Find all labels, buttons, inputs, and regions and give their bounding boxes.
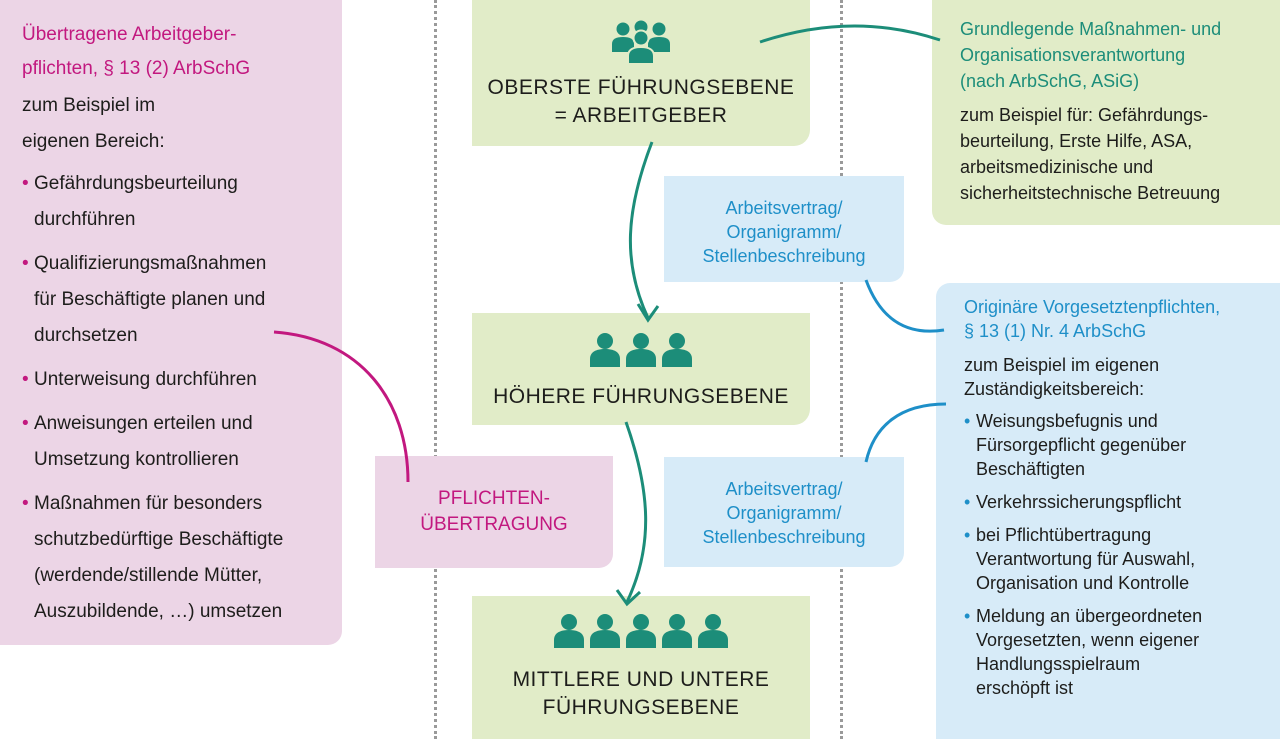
list-item-line: Organisation und Kontrolle [976, 573, 1190, 593]
transfer-line: PFLICHTEN- [438, 488, 550, 509]
duty-transfer-box: PFLICHTEN- ÜBERTRAGUNG [375, 456, 613, 568]
organisational-responsibility-panel: Grundlegende Maßnahmen- und Organisation… [932, 0, 1280, 225]
list-item-line: durchsetzen [34, 325, 138, 346]
list-item-line: bei Pflichtübertragung [976, 525, 1152, 545]
organisational-responsibility-body: zum Beispiel für: Gefährdungs- beurteilu… [960, 102, 1266, 206]
body-line: beurteilung, Erste Hilfe, ASA, [960, 131, 1193, 151]
contract-box-2: Arbeitsvertrag/ Organigramm/ Stellenbesc… [664, 457, 904, 567]
list-item-line: für Beschäftigte planen und [34, 289, 266, 310]
title-line: Grundlegende Maßnahmen- und [960, 19, 1222, 39]
list-item-line: Anweisungen erteilen und [34, 413, 253, 434]
separator-right [840, 0, 843, 739]
supervisor-duties-title: Originäre Vorgesetztenpflichten, § 13 (1… [964, 295, 1268, 343]
title-line: Übertragene Arbeitgeber- [22, 24, 237, 45]
level-top-management: OBERSTE FÜHRUNGSEBENE = ARBEITGEBER [472, 0, 810, 146]
list-item-line: Meldung an übergeordneten [976, 606, 1203, 626]
level-label: HÖHERE FÜHRUNGSEBENE [472, 383, 810, 411]
list-item-line: Umsetzung kontrollieren [34, 449, 239, 470]
contract-line: Stellenbeschreibung [702, 527, 866, 547]
connector-contract-to-supervisor [864, 279, 945, 333]
list-item: Unterweisung durchführen [22, 362, 324, 398]
list-item-line: Auszubildende, …) umsetzen [34, 601, 283, 622]
list-item: Maßnahmen für besonders schutzbedürftige … [22, 486, 324, 630]
person-icon [588, 612, 622, 656]
person-icon [696, 612, 730, 656]
contract-line: Organigramm/ [726, 222, 842, 242]
level-label-line: MITTLERE UND UNTERE [512, 668, 770, 691]
list-item-line: Gefährdungsbeurteilung [34, 173, 238, 194]
title-line: § 13 (1) Nr. 4 ArbSchG [964, 321, 1147, 341]
connector-contract2-to-supervisor [864, 402, 947, 463]
list-item-line: Handlungsspielraum [976, 654, 1141, 674]
list-item-line: Maßnahmen für besonders [34, 493, 263, 514]
arrow-top-to-higher [628, 141, 654, 319]
level-label-line: = ARBEITGEBER [554, 104, 728, 127]
delegated-duties-list: Gefährdungsbeurteilung durchführenQualifi… [22, 166, 324, 630]
list-item-line: Verantwortung für Auswahl, [976, 549, 1196, 569]
list-item-line: erschöpft ist [976, 678, 1074, 698]
body-line: arbeitsmedizinische und [960, 157, 1154, 177]
intro-line: Zuständigkeitsbereich: [964, 379, 1145, 399]
transfer-line: ÜBERTRAGUNG [420, 514, 568, 535]
title-line: Originäre Vorgesetztenpflichten, [964, 297, 1221, 317]
list-item: Qualifizierungsmaßnahmen für Beschäftigte… [22, 246, 324, 354]
person-icon [588, 331, 622, 375]
list-item-line: Verkehrssicherungspflicht [976, 492, 1182, 512]
person-icon [660, 331, 694, 375]
level-label: OBERSTE FÜHRUNGSEBENE = ARBEITGEBER [472, 74, 810, 130]
list-item-line: Weisungsbefugnis und [976, 411, 1158, 431]
person-icon [624, 331, 658, 375]
title-line: pflichten, § 13 (2) ArbSchG [22, 58, 251, 79]
level-label-line: FÜHRUNGSEBENE [542, 696, 740, 719]
contract-line: Organigramm/ [726, 503, 842, 523]
person-icon-group [472, 612, 810, 656]
intro-line: zum Beispiel im [22, 95, 156, 116]
person-icon [624, 612, 658, 656]
title-line: Organisationsverantwortung [960, 45, 1186, 65]
separator-left [434, 0, 437, 739]
level-label-line: HÖHERE FÜHRUNGSEBENE [493, 385, 789, 408]
list-item-line: Qualifizierungsmaßnahmen [34, 253, 267, 274]
person-icon-group [472, 331, 810, 375]
level-higher-management: HÖHERE FÜHRUNGSEBENE [472, 313, 810, 425]
list-item-line: Unterweisung durchführen [34, 369, 257, 390]
contract-line: Arbeitsvertrag/ [725, 479, 843, 499]
level-middle-lower-management: MITTLERE UND UNTERE FÜHRUNGSEBENE [472, 596, 810, 739]
list-item-line: Vorgesetzten, wenn eigener [976, 630, 1200, 650]
intro-line: eigenen Bereich: [22, 131, 165, 152]
list-item-line: Fürsorgepflicht gegenüber [976, 435, 1187, 455]
contract-line: Stellenbeschreibung [702, 246, 866, 266]
body-line: sicherheitstechnische Betreuung [960, 183, 1221, 203]
supervisor-duties-intro: zum Beispiel im eigenen Zuständigkeitsbe… [964, 353, 1268, 401]
organisational-responsibility-title: Grundlegende Maßnahmen- und Organisation… [960, 16, 1266, 94]
supervisor-duties-panel: Originäre Vorgesetztenpflichten, § 13 (1… [936, 283, 1280, 739]
list-item-line: Beschäftigten [976, 459, 1086, 479]
list-item-line: durchführen [34, 209, 136, 230]
delegated-duties-panel: Übertragene Arbeitgeber- pflichten, § 13… [0, 0, 342, 645]
arrow-higher-to-middle [624, 421, 648, 603]
body-line: zum Beispiel für: Gefährdungs- [960, 105, 1209, 125]
intro-line: zum Beispiel im eigenen [964, 355, 1160, 375]
group-icon [472, 20, 810, 72]
list-item: Gefährdungsbeurteilung durchführen [22, 166, 324, 238]
person-icon [660, 612, 694, 656]
list-item: Verkehrssicherungspflicht [964, 490, 1268, 514]
list-item-line: (werdende/stillende Mütter, [34, 565, 263, 586]
contract-line: Arbeitsvertrag/ [725, 198, 843, 218]
level-label: MITTLERE UND UNTERE FÜHRUNGSEBENE [472, 666, 810, 722]
delegated-duties-intro: zum Beispiel im eigenen Bereich: [22, 88, 324, 160]
person-icon [552, 612, 586, 656]
title-line: (nach ArbSchG, ASiG) [960, 71, 1140, 91]
contract-box-1: Arbeitsvertrag/ Organigramm/ Stellenbesc… [664, 176, 904, 282]
level-label-line: OBERSTE FÜHRUNGSEBENE [487, 76, 795, 99]
delegated-duties-title: Übertragene Arbeitgeber- pflichten, § 13… [22, 18, 324, 86]
list-item-line: schutzbedürftige Beschäftigte [34, 529, 284, 550]
